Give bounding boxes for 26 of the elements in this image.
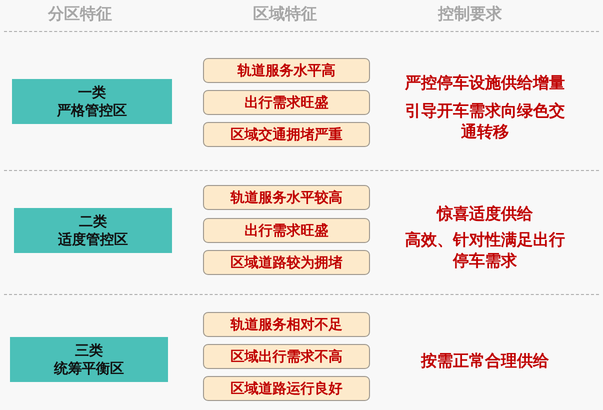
- requirement-text: 高效、针对性满足出行停车需求: [404, 229, 566, 271]
- feature-box: 区域道路运行良好: [203, 376, 370, 401]
- feature-box: 出行需求旺盛: [203, 218, 370, 243]
- zone-label: 统筹平衡区: [54, 360, 124, 378]
- zone-label: 一类: [78, 84, 106, 102]
- column-heading: 控制要求: [436, 4, 503, 25]
- feature-box: 区域交通拥堵严重: [203, 122, 370, 147]
- requirement-text: 惊喜适度供给: [435, 203, 534, 224]
- feature-box: 轨道服务相对不足: [203, 312, 370, 337]
- zone-label: 二类: [79, 212, 107, 230]
- zone-label: 严格管控区: [57, 102, 127, 120]
- requirement-text: 按需正常合理供给: [420, 350, 550, 371]
- zone-box: [10, 337, 168, 382]
- zone-label: 适度管控区: [58, 230, 128, 248]
- zone-box: [14, 208, 172, 253]
- feature-box: 出行需求旺盛: [203, 90, 370, 115]
- zone-box: [12, 79, 172, 124]
- feature-box: 区域道路较为拥堵: [203, 250, 370, 275]
- requirement-text: 严控停车设施供给增量: [404, 72, 566, 93]
- feature-box: 轨道服务水平高: [203, 58, 370, 83]
- feature-box: 区域出行需求不高: [203, 344, 370, 369]
- column-heading: 区域特征: [252, 4, 318, 25]
- zone-label: 三类: [75, 342, 103, 360]
- column-heading: 分区特征: [46, 4, 113, 25]
- requirement-text: 引导开车需求向绿色交通转移: [404, 100, 566, 142]
- feature-box: 轨道服务水平较高: [203, 185, 370, 210]
